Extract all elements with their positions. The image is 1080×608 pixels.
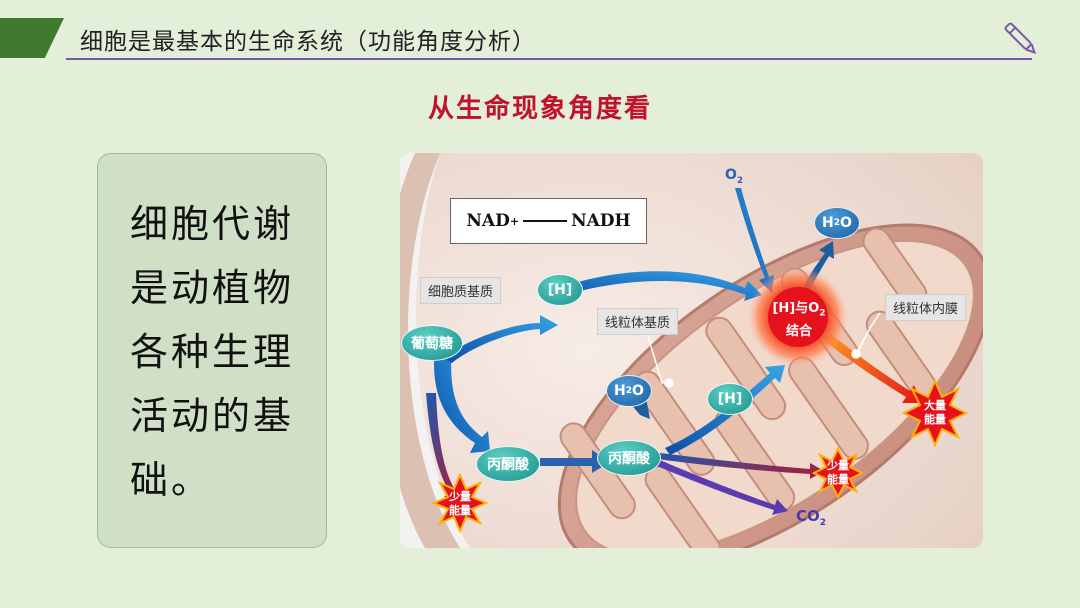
key-point-line: 活动的基: [130, 394, 295, 438]
energy-text: 少量: [449, 490, 471, 503]
co2-label: CO2: [796, 507, 826, 528]
header-underline: [66, 58, 1032, 60]
key-point-box: 细胞代谢 是动植物 各种生理 活动的基 础。: [97, 153, 327, 548]
energy-small-left: 少量 能量: [444, 490, 476, 518]
key-point-line: 细胞代谢: [130, 202, 295, 246]
energy-text: 能量: [924, 413, 946, 426]
slide-title: 细胞是最基本的生命系统（功能角度分析）: [80, 29, 536, 55]
diagram-graphics: [400, 153, 983, 548]
energy-text: 能量: [827, 473, 849, 486]
energy-small-right: 少量 能量: [822, 459, 854, 487]
node-pyruvate-right: 丙酮酸: [597, 440, 661, 476]
label-inner-membrane: 线粒体内膜: [885, 294, 967, 321]
co2-subscript: 2: [819, 518, 827, 528]
co2-text: CO: [796, 507, 820, 525]
h2o-text: O: [632, 383, 644, 399]
node-h-o2-combine: [H]与O2 结合: [763, 300, 835, 340]
h2o-text: O: [840, 215, 852, 231]
o2-text: O: [725, 167, 737, 183]
combine-subscript: 2: [819, 308, 826, 319]
h2o-text: H: [614, 383, 626, 399]
key-point-line: 础。: [130, 458, 213, 502]
node-glucose: 葡萄糖: [401, 325, 463, 361]
nad-label: NAD: [466, 211, 510, 231]
nad-plus: +: [509, 214, 520, 228]
h2o-subscript: 2: [833, 218, 841, 228]
node-pyruvate-left: 丙酮酸: [476, 446, 540, 482]
label-cytoplasm: 细胞质基质: [420, 277, 502, 304]
energy-text: 能量: [449, 504, 471, 517]
combine-text: [H]与O: [772, 301, 820, 316]
node-h-mid: [H]: [707, 383, 753, 415]
key-point-line: 各种生理: [130, 330, 295, 374]
star-small-left: [431, 472, 489, 534]
section-subtitle: 从生命现象角度看: [427, 94, 652, 124]
h2o-text: H: [822, 215, 834, 231]
pen-icon: [1004, 22, 1037, 55]
energy-text: 少量: [827, 459, 849, 472]
h2o-subscript: 2: [625, 386, 633, 396]
label-matrix: 线粒体基质: [597, 308, 679, 335]
energy-text: 大量: [924, 399, 946, 412]
key-point-line: 是动植物: [130, 266, 295, 310]
o2-subscript: 2: [736, 175, 744, 186]
key-point-text: 细胞代谢 是动植物 各种生理 活动的基 础。: [130, 192, 306, 512]
nad-reaction-box: NAD+ NADH: [450, 198, 647, 244]
header-accent-bar: [0, 18, 64, 58]
reaction-arrow: [523, 220, 568, 222]
node-h-top: [H]: [537, 274, 583, 306]
energy-large: 大量 能量: [919, 399, 951, 427]
combine-text-2: 结合: [785, 323, 812, 339]
slide-header: 细胞是最基本的生命系统（功能角度分析）: [0, 0, 1080, 66]
nadh-label: NADH: [571, 211, 631, 231]
o2-label: O2: [725, 167, 743, 186]
respiration-diagram: NAD+ NADH 细胞质基质 线粒体基质 线粒体内膜 葡萄糖 [H] 丙酮酸 …: [400, 153, 983, 548]
